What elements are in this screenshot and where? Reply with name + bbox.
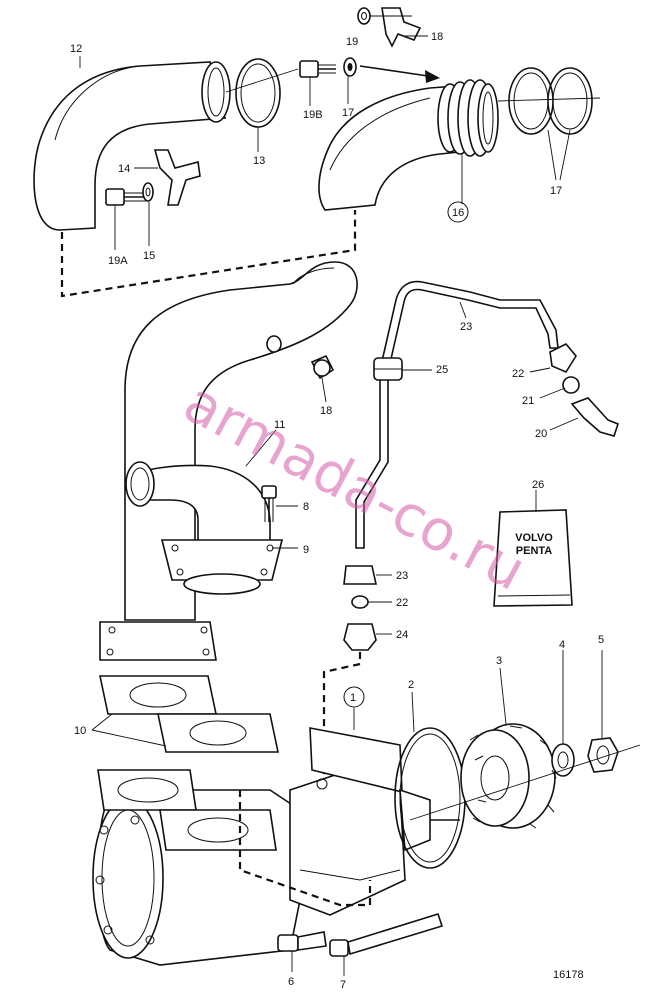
bolt-8 bbox=[261, 485, 277, 522]
callout-22-lower: 22 bbox=[396, 597, 408, 609]
exhaust-riser-pipe bbox=[124, 261, 358, 621]
ferrule-22-upper bbox=[562, 376, 580, 394]
washer-19b bbox=[357, 7, 371, 25]
connector-25 bbox=[343, 623, 377, 651]
booklet-27: VOLVO PENTA bbox=[493, 509, 573, 607]
assembly-dashed-line-lower bbox=[322, 652, 362, 790]
bolt-6 bbox=[277, 931, 327, 952]
callout-7: 7 bbox=[340, 979, 346, 991]
bracket-14 bbox=[153, 149, 201, 206]
bolt-20-left bbox=[105, 188, 148, 206]
callout-14: 14 bbox=[118, 163, 130, 175]
callout-6: 6 bbox=[288, 976, 294, 988]
booklet-brand-line1: VOLVO bbox=[515, 532, 553, 544]
callout-2: 2 bbox=[408, 679, 414, 691]
center-line-top-left bbox=[225, 68, 299, 93]
nut-5 bbox=[587, 737, 619, 773]
callout-5: 5 bbox=[598, 634, 604, 646]
callout-13: 13 bbox=[253, 155, 265, 167]
riser-flange bbox=[99, 621, 217, 661]
callout-labels: 12 13 14 19A 15 19B 17 19 18 16 17 18 23… bbox=[70, 31, 604, 991]
callout-8: 8 bbox=[303, 501, 309, 513]
callout-20-left: 19A bbox=[108, 255, 128, 267]
callout-24: 23 bbox=[460, 321, 472, 333]
diagram-number: 16178 bbox=[553, 969, 584, 981]
bracket-19a bbox=[381, 7, 422, 48]
pump-body-1 bbox=[92, 727, 460, 966]
callout-circle-16 bbox=[447, 201, 469, 223]
callout-10: 10 bbox=[74, 725, 86, 737]
callout-21: 20 bbox=[535, 428, 547, 440]
bolt-20-right bbox=[299, 60, 336, 78]
shaft-center-line bbox=[409, 744, 641, 821]
elbow-pipe-12 bbox=[33, 61, 231, 231]
center-line-top-right bbox=[497, 97, 601, 102]
callout-1: 1 bbox=[350, 692, 356, 704]
gaskets-10 bbox=[99, 675, 279, 753]
callout-15: 15 bbox=[143, 250, 155, 262]
callout-25: 24 bbox=[396, 629, 408, 641]
callout-16: 16 bbox=[452, 207, 464, 219]
callout-12: 12 bbox=[70, 43, 82, 55]
corrugated-elbow-16 bbox=[318, 79, 499, 211]
flange-plate-9 bbox=[160, 539, 284, 595]
callout-19a: 18 bbox=[431, 31, 443, 43]
pipe-24 bbox=[355, 280, 559, 549]
callout-26: 25 bbox=[436, 364, 448, 376]
assembly-arrow bbox=[359, 65, 440, 83]
o-rings-17 bbox=[508, 67, 593, 135]
callout-19b: 19 bbox=[346, 36, 358, 48]
callout-18: 18 bbox=[320, 405, 332, 417]
gear-3 bbox=[460, 723, 557, 829]
washer-4 bbox=[551, 743, 575, 777]
elbow-fitting-21 bbox=[570, 397, 619, 437]
callout-27: 26 bbox=[532, 479, 544, 491]
callout-19: 17 bbox=[342, 107, 354, 119]
callout-20-right: 19B bbox=[303, 109, 323, 121]
callout-3: 3 bbox=[496, 655, 502, 667]
washer-15 bbox=[142, 182, 154, 202]
callout-11: 11 bbox=[274, 419, 285, 431]
callout-17: 17 bbox=[550, 185, 562, 197]
leader-lines bbox=[79, 15, 603, 976]
washer-19 bbox=[343, 57, 357, 77]
callout-circle-1 bbox=[343, 686, 365, 708]
callout-22-upper: 21 bbox=[522, 395, 534, 407]
o-ring-13 bbox=[235, 58, 281, 128]
nut-23-upper bbox=[549, 343, 577, 374]
callout-4: 4 bbox=[559, 639, 565, 651]
clamp-26 bbox=[373, 357, 403, 381]
stud-bolt-7 bbox=[329, 913, 444, 957]
nut-23-lower bbox=[343, 565, 377, 585]
elbow-11 bbox=[125, 461, 271, 546]
plug-18 bbox=[266, 335, 335, 380]
ferrule-22-lower bbox=[351, 595, 369, 609]
callout-9: 9 bbox=[303, 544, 309, 556]
callout-23-lower: 23 bbox=[396, 570, 408, 582]
booklet-brand-line2: PENTA bbox=[516, 545, 553, 557]
callout-23-upper: 22 bbox=[512, 368, 524, 380]
